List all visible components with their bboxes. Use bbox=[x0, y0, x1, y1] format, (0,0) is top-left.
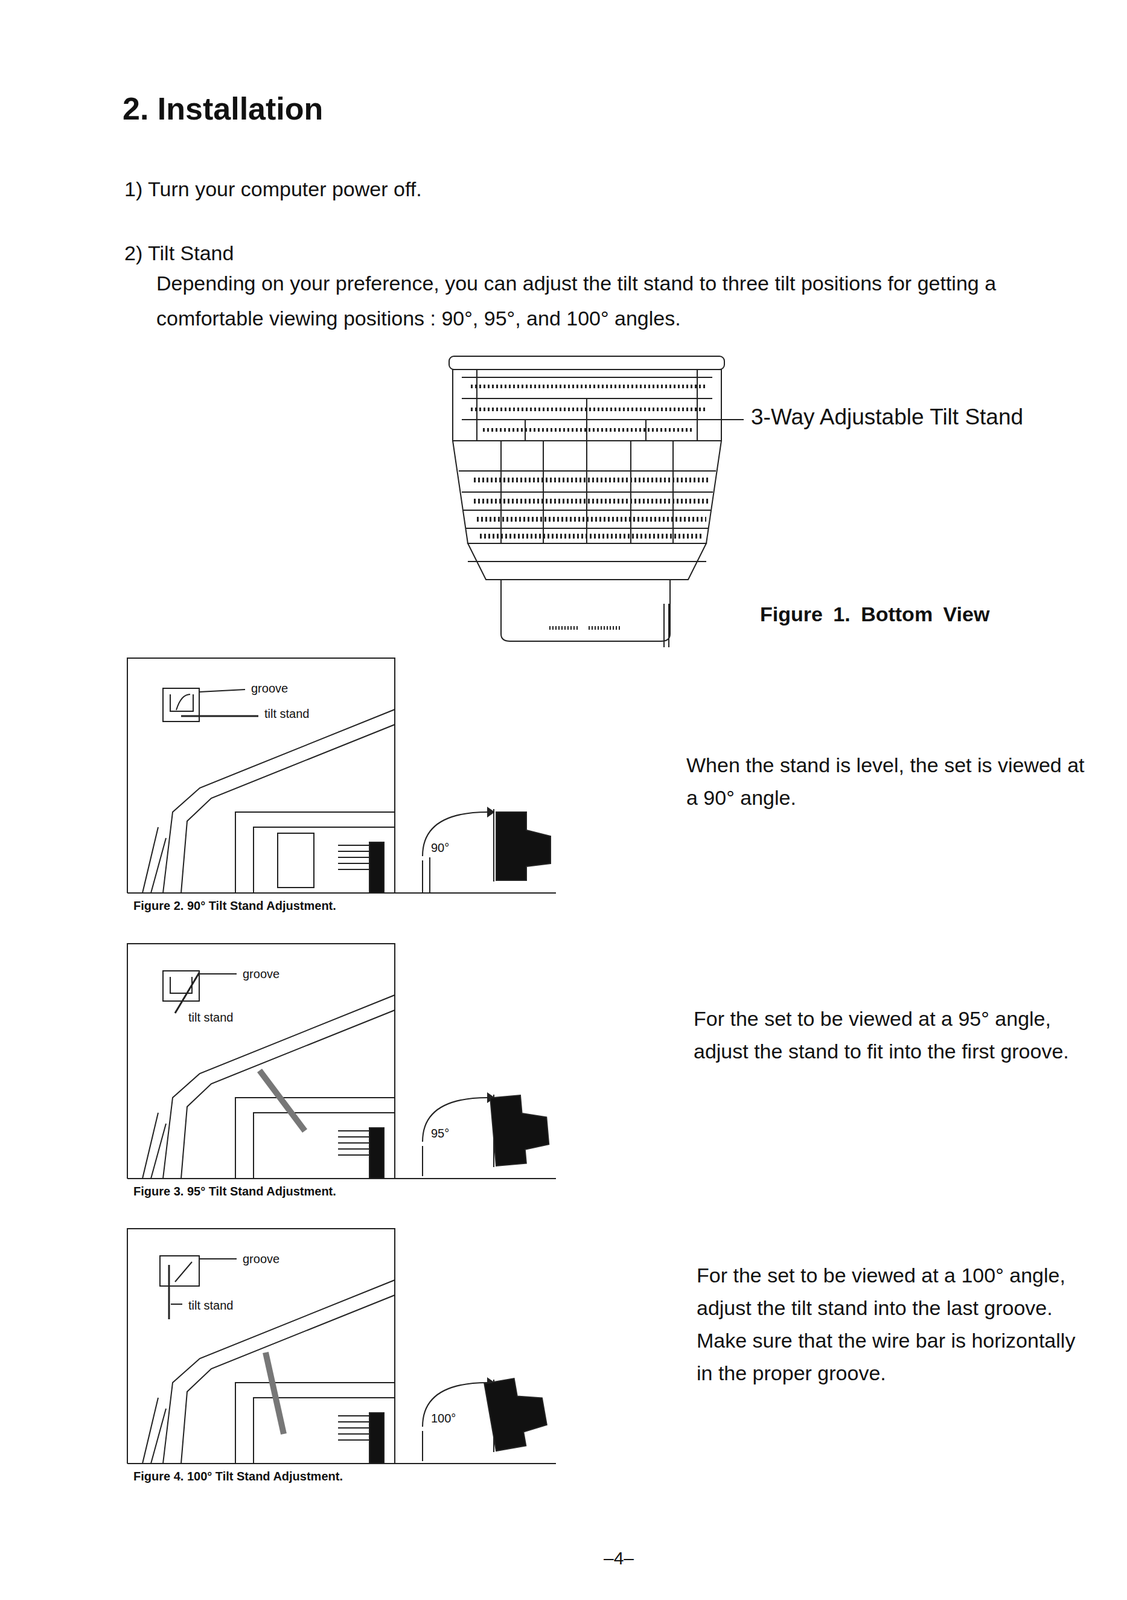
monitor-bottom-view bbox=[449, 356, 744, 648]
leader-line bbox=[694, 418, 744, 421]
body-text: Depending on your preference, you can ad… bbox=[156, 265, 1086, 336]
angle-label: 90° bbox=[429, 840, 451, 856]
callout-label: 3-Way Adjustable Tilt Stand bbox=[749, 403, 1025, 432]
angle-diagram bbox=[422, 1093, 551, 1176]
angle-diagram bbox=[422, 1373, 550, 1461]
tilt-figure-100 bbox=[127, 1228, 556, 1464]
figure-caption: Figure 1. Bottom View bbox=[759, 601, 990, 628]
page-number: –4– bbox=[603, 1546, 634, 1570]
monitor-side bbox=[142, 994, 395, 1179]
part-label: groove bbox=[249, 680, 290, 696]
monitor-side bbox=[142, 709, 430, 893]
section-title: 2. Installation bbox=[122, 89, 323, 129]
figure-caption: Figure 2. 90° Tilt Stand Adjustment. bbox=[133, 898, 337, 914]
angle-diagram bbox=[422, 807, 551, 891]
part-label: tilt stand bbox=[187, 1297, 235, 1313]
step-text: 2) Tilt Stand bbox=[124, 240, 234, 267]
tilt-figure-90 bbox=[127, 657, 556, 893]
part-label: groove bbox=[241, 966, 281, 982]
figure-caption: Figure 3. 95° Tilt Stand Adjustment. bbox=[133, 1183, 337, 1199]
monitor-side bbox=[142, 1279, 395, 1464]
part-label: tilt stand bbox=[187, 1009, 235, 1025]
angle-label: 95° bbox=[429, 1125, 451, 1141]
angle-label: 100° bbox=[429, 1410, 457, 1426]
body-text: When the stand is level, the set is view… bbox=[686, 748, 1085, 814]
part-label: tilt stand bbox=[263, 706, 311, 722]
tilt-figure-95 bbox=[127, 943, 556, 1179]
part-label: groove bbox=[241, 1251, 281, 1267]
body-text: For the set to be viewed at a 100° angle… bbox=[696, 1258, 1083, 1389]
step-text: 1) Turn your computer power off. bbox=[124, 176, 422, 203]
body-text: For the set to be viewed at a 95° angle,… bbox=[693, 1002, 1080, 1068]
figure-caption: Figure 4. 100° Tilt Stand Adjustment. bbox=[133, 1468, 343, 1484]
